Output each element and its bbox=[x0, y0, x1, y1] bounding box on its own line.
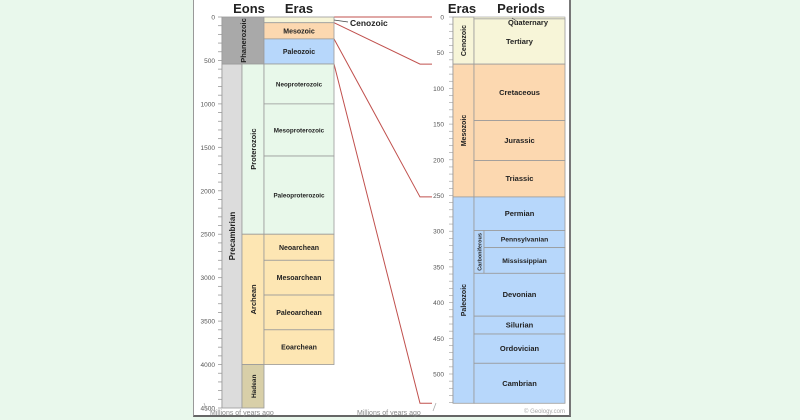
period-label: Devonian bbox=[503, 290, 537, 299]
tick-label-left: 4000 bbox=[201, 362, 216, 369]
period-box bbox=[473, 120, 566, 161]
connector-252 bbox=[333, 38, 432, 198]
tick-label-right: 300 bbox=[433, 229, 444, 236]
callout-cenozoic: Cenozoic bbox=[350, 18, 388, 28]
period-label: Cambrian bbox=[502, 379, 537, 388]
eon-label: Proterozoic bbox=[249, 128, 258, 169]
era-label: Neoarchean bbox=[279, 245, 319, 252]
tick-label-right: 0 bbox=[440, 15, 444, 22]
period-box bbox=[473, 272, 566, 317]
era-label: Eoarchean bbox=[281, 345, 317, 352]
right-chart: Eras Periods Millions of years ago 0 50 10… bbox=[357, 1, 566, 417]
tick-label-right: 50 bbox=[437, 50, 445, 57]
period-label: Mississippian bbox=[502, 258, 547, 265]
era-label: Mesoproterozoic bbox=[274, 127, 325, 134]
period-box bbox=[473, 196, 566, 231]
tick-label-left: 500 bbox=[204, 58, 215, 65]
period-label: Pennsylvanian bbox=[501, 237, 549, 244]
tick-label-right: 200 bbox=[433, 157, 444, 164]
tick-label-left: 1500 bbox=[201, 145, 216, 152]
era-box bbox=[263, 155, 335, 235]
era-box bbox=[263, 16, 335, 24]
era-box bbox=[263, 294, 335, 331]
period-box bbox=[473, 63, 566, 121]
callout-quaternary: Quaternary bbox=[508, 18, 549, 27]
period-box bbox=[473, 18, 566, 65]
eon-label: Hadean bbox=[251, 375, 258, 399]
tick-label-left: 4500 bbox=[201, 406, 216, 413]
era-label: Paleoproterozoic bbox=[273, 193, 325, 200]
era-label-right: Paleozoic bbox=[461, 284, 468, 316]
axis-label-left: Millions of years ago bbox=[210, 410, 274, 417]
tick-label-right: 150 bbox=[433, 122, 444, 129]
callout-line-cenozoic bbox=[333, 19, 349, 23]
eon-hadean bbox=[241, 364, 265, 409]
tick-label-right: 250 bbox=[433, 193, 444, 200]
period-group-label: Carboniferous bbox=[478, 233, 484, 271]
period-box bbox=[473, 160, 566, 198]
era-label: Paleozoic bbox=[283, 49, 315, 56]
period-box bbox=[473, 362, 566, 404]
connector-541 bbox=[333, 63, 432, 404]
credit: © Geology.com bbox=[524, 408, 565, 415]
period-label: Triassic bbox=[506, 174, 534, 183]
era-box bbox=[263, 63, 335, 105]
axis-break-left bbox=[203, 402, 208, 412]
supereon-label: Precambrian bbox=[228, 212, 237, 261]
period-label: Tertiary bbox=[506, 37, 534, 46]
tick-label-left: 2500 bbox=[201, 232, 216, 239]
tick-label-left: 3500 bbox=[201, 319, 216, 326]
header-eons: Eons bbox=[233, 1, 265, 16]
era-box bbox=[263, 233, 335, 261]
era-label: Neoproterozoic bbox=[276, 81, 323, 88]
axis-label-right: Millions of years ago bbox=[357, 410, 421, 417]
era-box bbox=[263, 38, 335, 65]
era-box bbox=[263, 103, 335, 157]
callout-overlay: Cenozoic Quaternary © Geology.com bbox=[350, 18, 565, 415]
tick-label-right: 450 bbox=[433, 336, 444, 343]
period-label: Silurian bbox=[506, 321, 534, 330]
era-label: Mesozoic bbox=[283, 28, 315, 35]
era-box bbox=[263, 329, 335, 365]
period-label: Permian bbox=[505, 209, 535, 218]
callout-line-quaternary bbox=[511, 17, 519, 23]
period-label: Jurassic bbox=[504, 136, 534, 145]
connector-66 bbox=[333, 22, 432, 65]
era-label-right: Cenozoic bbox=[461, 25, 468, 56]
period-label: Ordovician bbox=[500, 344, 540, 353]
tick-label-right: 350 bbox=[433, 264, 444, 271]
tick-label-right: 400 bbox=[433, 300, 444, 307]
tick-label-left: 2000 bbox=[201, 188, 216, 195]
tick-label-left: 3000 bbox=[201, 275, 216, 282]
tick-label-right: 100 bbox=[433, 86, 444, 93]
era-label: Mesoarchean bbox=[277, 275, 322, 282]
era-box bbox=[263, 259, 335, 296]
era-label-right: Mesozoic bbox=[461, 115, 468, 147]
left-chart: Eons Eras Millions of years ago 0 500 1000… bbox=[201, 1, 349, 417]
connector-lines bbox=[333, 16, 432, 404]
header-eras-left: Eras bbox=[285, 1, 313, 16]
tick-label-right: 500 bbox=[433, 372, 444, 379]
tick-label-left: 0 bbox=[211, 15, 215, 22]
eon-label: Archean bbox=[249, 284, 258, 314]
axis-break-right bbox=[432, 402, 437, 412]
tick-label-left: 1000 bbox=[201, 101, 216, 108]
period-label: Cretaceous bbox=[499, 88, 540, 97]
header-periods: Periods bbox=[497, 1, 545, 16]
era-label: Paleoarchean bbox=[276, 310, 322, 317]
eon-label: Phanerozoic bbox=[239, 18, 248, 63]
header-eras-right: Eras bbox=[448, 1, 476, 16]
